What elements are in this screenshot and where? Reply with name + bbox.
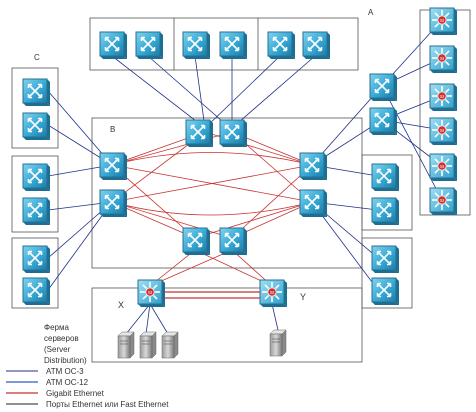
- switch-core-upper-left: [185, 119, 213, 147]
- switch-right-5: [371, 245, 399, 273]
- switches-layer: [22, 31, 399, 305]
- router-a-6: SI: [429, 187, 457, 215]
- switch-dist-left-2: [99, 189, 127, 217]
- group-boxes: [11, 9, 471, 363]
- legend-text-ethernet: Порты Ethernet или Fast Ethernet: [46, 400, 169, 409]
- router-a-2: SI: [429, 45, 457, 73]
- svg-text:SI: SI: [440, 198, 444, 203]
- server-1: [117, 331, 135, 359]
- switch-left-4: [22, 197, 50, 225]
- legend: ATM OC-3 ATM OC-12 Gigabit Ethernet Порт…: [6, 367, 169, 409]
- router-x: SI: [137, 279, 165, 307]
- router-y: SI: [259, 279, 287, 307]
- label-node-y: Y: [300, 292, 306, 302]
- left-box-1: [11, 67, 59, 149]
- switch-top-6: [302, 31, 330, 59]
- server-2: [139, 331, 157, 359]
- label-group-c: C: [34, 53, 40, 62]
- legend-text-gige: Gigabit Ethernet: [46, 389, 105, 398]
- switch-core-lower-right: [219, 227, 247, 255]
- server-farm-line4: Distribution): [44, 356, 87, 365]
- router-a-3: SI: [429, 83, 457, 111]
- switch-top-4: [219, 31, 247, 59]
- switch-right-2: [369, 107, 397, 135]
- router-a-4: SI: [429, 117, 457, 145]
- switch-top-3: [182, 31, 210, 59]
- switch-core-lower-left: [182, 227, 210, 255]
- switch-dist-right-1: [299, 152, 327, 180]
- svg-text:SI: SI: [440, 56, 444, 61]
- switch-right-6: [371, 277, 399, 305]
- server-farm-line2: серверов: [44, 334, 79, 343]
- right-box-a: [419, 9, 471, 216]
- svg-text:SI: SI: [440, 128, 444, 133]
- svg-text:SI: SI: [270, 290, 274, 295]
- switch-top-2: [135, 31, 163, 59]
- server-farm-line3: (Server: [44, 345, 71, 354]
- switch-right-4: [371, 197, 399, 225]
- server-3: [161, 331, 179, 359]
- label-group-b: B: [110, 125, 115, 134]
- svg-text:SI: SI: [148, 290, 152, 295]
- switch-dist-left-1: [99, 152, 127, 180]
- label-group-a: A: [368, 8, 374, 17]
- server-farm-box: [91, 287, 363, 363]
- servers-layer: [117, 329, 287, 359]
- switch-left-3: [22, 163, 50, 191]
- switch-top-1: [99, 31, 127, 59]
- server-farm-line1: Ферма: [44, 323, 69, 332]
- svg-text:SI: SI: [440, 94, 444, 99]
- switch-right-1: [369, 73, 397, 101]
- legend-text-oc3: ATM OC-3: [46, 367, 84, 376]
- switch-left-5: [22, 245, 50, 273]
- switch-right-3: [371, 163, 399, 191]
- legend-text-oc12: ATM OC-12: [46, 378, 89, 387]
- svg-text:SI: SI: [440, 164, 444, 169]
- switch-core-upper-right: [219, 119, 247, 147]
- left-box-2: [11, 155, 59, 233]
- label-node-x: X: [118, 300, 124, 310]
- routers-layer: SI SI SI SI SI SI SI SI: [137, 7, 457, 307]
- switch-top-5: [267, 31, 295, 59]
- right-box-2: [361, 237, 413, 309]
- switch-dist-right-2: [299, 189, 327, 217]
- left-box-3: [11, 237, 59, 309]
- switch-left-2: [22, 112, 50, 140]
- right-box-1: [361, 154, 413, 231]
- server-4: [269, 329, 287, 357]
- switch-left-6: [22, 277, 50, 305]
- router-a-1: SI: [429, 7, 457, 35]
- router-a-5: SI: [429, 153, 457, 181]
- svg-text:SI: SI: [440, 18, 444, 23]
- switch-left-1: [22, 78, 50, 106]
- top-access-box: [89, 17, 359, 71]
